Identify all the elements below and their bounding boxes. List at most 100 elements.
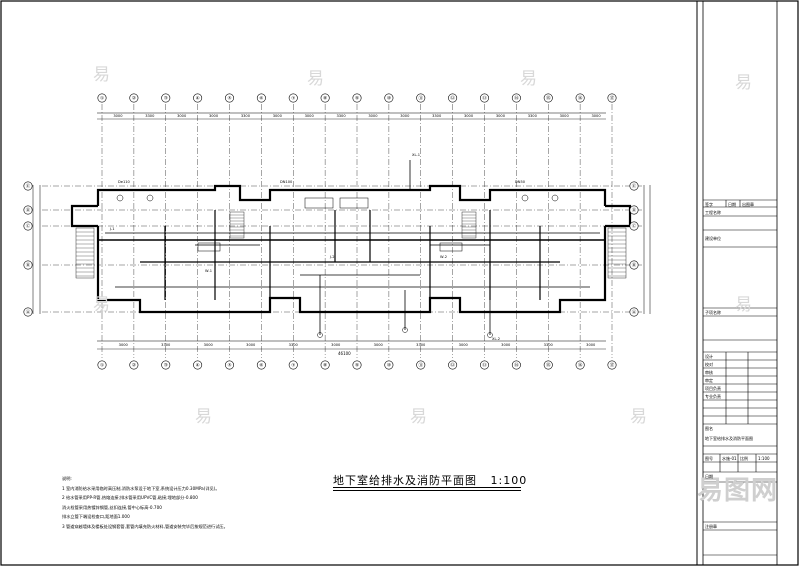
tb-drawing-name: 地下室给排水及消防平面图 (705, 436, 753, 441)
axis-label: ⑦ (291, 96, 295, 102)
tb-row: 审核 (705, 370, 713, 375)
axis-label: ⑰ (610, 95, 615, 102)
axis-label: ⑩ (387, 363, 391, 369)
axis-bubble (448, 360, 458, 370)
axis-bubble (129, 360, 139, 370)
tb-row: 项目负责 (705, 386, 721, 391)
axis-bubble (193, 93, 203, 103)
axis-label: ③ (164, 96, 168, 102)
axis-label: ⑫ (450, 362, 455, 369)
axis-bubble (23, 307, 33, 317)
axis-label: ⑬ (482, 95, 487, 102)
dimension-label: 3000 (586, 343, 596, 347)
watermark: 易 (93, 65, 110, 85)
axis-bubble (629, 307, 639, 317)
axis-bubble (384, 360, 394, 370)
watermark: 易 (735, 73, 752, 93)
axis-label: Ⓔ (26, 183, 31, 190)
axis-bubble (288, 360, 298, 370)
axis-bubble (320, 360, 330, 370)
note-line: 3 管道穿越墙体及楼板处设钢套管,套管内填充防火材料,管道安装完毕后按规范进行试… (62, 523, 228, 529)
axis-label: ⑤ (227, 363, 231, 369)
pipe-label: XL-2 (492, 337, 500, 341)
dimension-label: 3000 (501, 343, 511, 347)
tb-row: 专业负责 (705, 394, 721, 399)
tb-row: 图名 (705, 426, 713, 431)
dimension-label: 3300 (336, 114, 346, 118)
axis-label: Ⓓ (632, 207, 637, 214)
axis-label: ⑬ (482, 362, 487, 369)
tb-row: 审定 (705, 378, 713, 383)
axis-bubble (23, 260, 33, 270)
note-line: 消火栓管采用热镀锌钢管,丝扣连接,管中心标高-0.700 (62, 504, 162, 510)
axis-bubble (23, 221, 33, 231)
note-line: 2 给水管采用PP-R管,热熔连接;排水管采用UPVC管,粘接;埋地部分-0.8… (62, 495, 198, 500)
axis-bubble (23, 205, 33, 215)
general-notes: 说明: 1 室内消防给水采用临时高压制,消防水泵设于地下室,系统设计压力0.30… (62, 474, 228, 531)
dimension-label: 3000 (459, 343, 469, 347)
tb-cell: 注册章 (705, 524, 717, 529)
axis-bubbles-right: Ⓔ Ⓓ Ⓒ Ⓑ Ⓐ (629, 181, 639, 317)
dimension-label: 3000 (374, 343, 384, 347)
dimension-label: 3300 (528, 114, 538, 118)
axis-bubble (543, 360, 553, 370)
axis-bubble (352, 360, 362, 370)
title-block (703, 199, 777, 556)
dimension-label: 3000 (273, 114, 283, 118)
tb-cell: 签字 (705, 202, 713, 207)
axis-label: ⑧ (323, 96, 327, 102)
axis-bubble (225, 360, 235, 370)
watermark: 易 (735, 295, 752, 315)
axis-label: Ⓐ (632, 309, 637, 316)
dimension-label: 3000 (400, 114, 410, 118)
axis-bubble (416, 93, 426, 103)
axis-bubble (575, 93, 585, 103)
axis-label: ⑮ (546, 95, 551, 102)
tb-row: 1:100 (758, 456, 770, 461)
axis-label: Ⓑ (632, 262, 637, 269)
dimension-label: 3300 (145, 114, 155, 118)
axis-label: ⑦ (291, 363, 295, 369)
axis-bubble (629, 221, 639, 231)
axis-label: Ⓐ (26, 309, 31, 316)
axis-label: ⑰ (610, 362, 615, 369)
axis-bubble (543, 93, 553, 103)
dimension-label: 3000 (209, 114, 219, 118)
axis-bubble (256, 93, 266, 103)
drawing-scale: 1:100 (490, 474, 528, 487)
axis-label: ② (132, 363, 136, 369)
dimension-label: 3000 (305, 114, 315, 118)
overall-dimension: 46100 (338, 351, 351, 356)
axis-label: ⑧ (323, 363, 327, 369)
axis-bubble (384, 93, 394, 103)
pipe-label: W-2 (440, 255, 447, 259)
axis-label: ⑯ (578, 362, 583, 369)
pipe-label: J-2 (329, 255, 335, 259)
axis-label: ⑭ (514, 362, 519, 369)
axis-label: ⑪ (419, 95, 424, 102)
axis-bubble (629, 260, 639, 270)
drawing-title-text: 地下室给排水及消防平面图 (333, 474, 477, 487)
axis-bubble (479, 93, 489, 103)
dimension-label: 3000 (496, 114, 506, 118)
axis-label: ① (100, 363, 104, 369)
tb-row: 图号 (705, 456, 713, 461)
axis-label: ④ (196, 96, 200, 102)
axis-label: Ⓔ (632, 183, 637, 190)
tb-row: 建设单位 (705, 236, 721, 241)
axis-label: Ⓒ (632, 223, 637, 230)
watermark-logo: 易图网 (697, 476, 779, 506)
axis-label: ② (132, 96, 136, 102)
dimension-label: 3300 (544, 343, 554, 347)
watermark: 易 (93, 295, 110, 315)
tb-row: 工程名称 (705, 210, 721, 215)
dimension-label: 3300 (161, 343, 171, 347)
watermark: 易 (520, 69, 537, 89)
axis-label: ⑯ (578, 95, 583, 102)
axis-bubble (161, 93, 171, 103)
dimension-label: 3300 (289, 343, 299, 347)
